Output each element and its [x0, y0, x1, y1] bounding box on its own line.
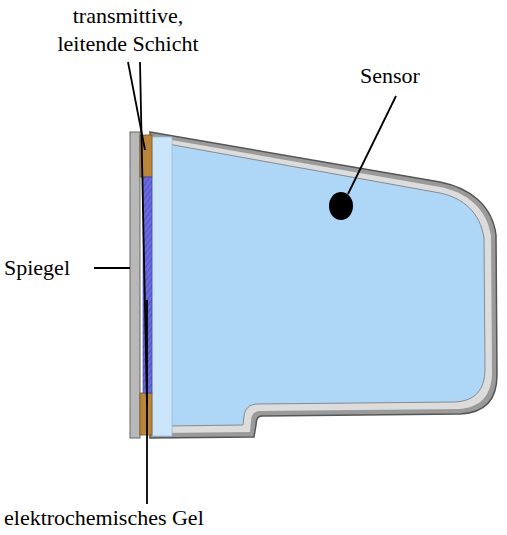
- sensor-dot: [329, 192, 353, 220]
- housing-rim: [160, 138, 492, 433]
- layer-label: transmittive, leitende Schicht: [38, 2, 218, 58]
- glass-strip: [152, 137, 172, 436]
- part-label: Sensor: [360, 62, 420, 90]
- mirror-layer: [130, 132, 140, 438]
- housing-interior: [168, 144, 485, 426]
- leader-line: [146, 300, 148, 504]
- housing-outer: [150, 132, 497, 438]
- leader-line: [128, 62, 145, 150]
- part-label: elektrochemisches Gel: [4, 504, 204, 532]
- leader-line: [94, 267, 130, 269]
- leader-line: [140, 62, 147, 405]
- leader-line: [348, 96, 396, 194]
- part-label: Spiegel: [4, 254, 70, 282]
